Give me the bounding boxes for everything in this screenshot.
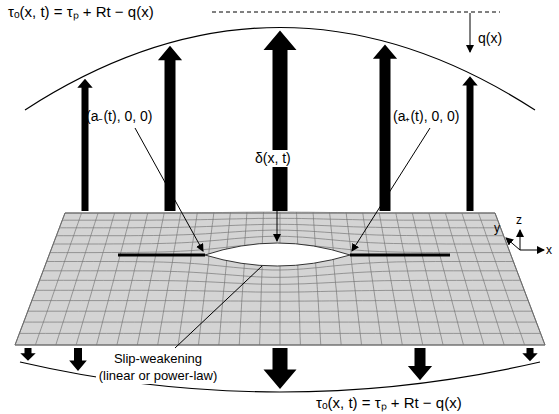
mesh-line	[59, 224, 500, 228]
mesh-line	[239, 212, 247, 345]
mesh-line	[137, 213, 164, 345]
mesh-line	[495, 213, 545, 345]
mesh-line	[280, 212, 281, 345]
traction-arrow	[20, 348, 35, 361]
traction-arrow	[158, 46, 182, 211]
traction-arrow	[462, 76, 477, 211]
mesh-grid	[15, 212, 545, 345]
traction-arrow	[264, 31, 297, 212]
mesh-line	[56, 213, 98, 345]
mesh-line	[199, 213, 214, 345]
tip-coordinate: (a₊(t), 0, 0)	[393, 108, 459, 125]
axis-z	[520, 230, 521, 250]
slip-label: δ(x, t)	[255, 150, 291, 167]
traction-arrow	[522, 348, 537, 361]
axis-y	[506, 238, 520, 250]
mesh-line	[462, 213, 504, 345]
leader-line	[135, 128, 203, 251]
mesh-line	[28, 311, 532, 312]
mesh-line	[19, 333, 540, 334]
mesh-line	[429, 213, 464, 345]
mesh-line	[396, 213, 423, 345]
mesh-line	[178, 213, 197, 345]
mesh-line	[35, 213, 81, 345]
stress-formula: τₒ(x, t) = τₚ + Rt − q(x)	[8, 3, 154, 20]
mesh-line	[445, 213, 483, 345]
mesh-line	[43, 271, 517, 278]
stress-formula: τₒ(x, t) = τₚ + Rt − q(x)	[316, 394, 462, 411]
axis-label: z	[516, 212, 522, 229]
traction-arrows	[20, 31, 537, 390]
peak-level	[212, 12, 500, 13]
mesh-line	[379, 213, 402, 345]
traction-arrow	[408, 348, 432, 380]
mesh-line	[97, 213, 132, 345]
axis-label: x	[546, 242, 552, 259]
friction-law-label: Slip-weakening (linear or power-law)	[96, 350, 220, 384]
leader-line	[175, 266, 262, 348]
mesh-line	[65, 212, 495, 214]
mesh-line	[15, 345, 545, 346]
offset-label: q(x)	[478, 30, 502, 47]
leader-line	[470, 13, 471, 52]
mesh-line	[297, 212, 301, 345]
mesh-line	[346, 213, 361, 345]
crack-line	[118, 254, 205, 257]
mesh-line	[412, 213, 443, 345]
mesh-line	[32, 300, 528, 302]
mesh-line	[36, 290, 525, 292]
mesh-line	[24, 322, 537, 323]
traction-arrow	[69, 348, 87, 371]
mesh-line	[62, 218, 497, 220]
leader-line	[277, 170, 278, 241]
axis-x	[520, 250, 544, 251]
traction-arrow	[77, 79, 92, 211]
fault-plane	[15, 213, 545, 345]
mesh-line	[15, 213, 65, 345]
mesh-line	[479, 213, 525, 345]
leader-line	[352, 128, 430, 251]
tip-coordinate: (a₋(t), 0, 0)	[86, 108, 152, 125]
mesh-line	[56, 230, 503, 236]
mesh-line	[40, 280, 521, 284]
mesh-line	[76, 213, 114, 345]
mesh-line	[260, 212, 264, 345]
mesh-line	[117, 213, 148, 345]
traction-arrow	[264, 348, 297, 389]
mesh-line	[363, 213, 382, 345]
crack-opening	[205, 243, 350, 266]
axis-label: y	[494, 220, 500, 237]
mesh-line	[158, 213, 181, 345]
crack-line	[350, 254, 450, 257]
